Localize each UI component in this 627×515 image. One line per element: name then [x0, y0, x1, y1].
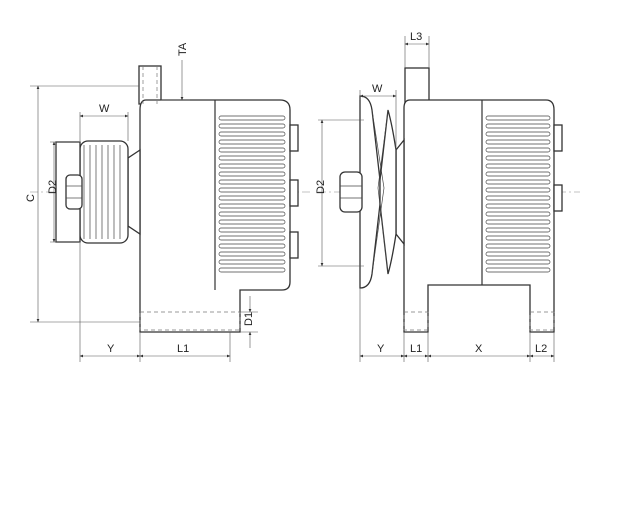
cooling-fin: [485, 123, 551, 129]
cooling-fin: [218, 163, 286, 169]
cooling-fin: [485, 267, 551, 273]
cooling-fin: [485, 155, 551, 161]
right-nut: [339, 171, 363, 213]
left-view: C D2 W TA D1 Y L1: [25, 42, 312, 362]
dim-label-l1-left: L1: [177, 343, 189, 355]
cooling-fin: [485, 227, 551, 233]
cooling-fin: [218, 235, 286, 241]
cooling-fin: [218, 259, 286, 265]
cooling-fin: [218, 195, 286, 201]
cooling-fin: [218, 203, 286, 209]
cooling-fin: [218, 267, 286, 273]
dim-label-l2: L2: [535, 343, 547, 355]
right-view: L3 W D2 Y L1 X L2: [315, 31, 580, 362]
left-nut: [65, 174, 83, 210]
dim-label-d1: D1: [243, 312, 255, 326]
dim-label-w-right: W: [372, 83, 383, 95]
cooling-fin: [485, 187, 551, 193]
cooling-fin: [218, 115, 286, 121]
cooling-fin: [218, 211, 286, 217]
dim-label-y-right: Y: [377, 343, 385, 355]
cooling-fin: [485, 259, 551, 265]
cooling-fin: [485, 171, 551, 177]
cooling-fin: [485, 251, 551, 257]
cooling-fin: [485, 243, 551, 249]
cooling-fin: [218, 179, 286, 185]
cooling-fin: [218, 131, 286, 137]
cooling-fin: [485, 219, 551, 225]
cooling-fin: [218, 155, 286, 161]
cooling-fin: [485, 147, 551, 153]
cooling-fin: [218, 243, 286, 249]
dim-label-c: C: [25, 194, 37, 202]
dim-label-d2-right: D2: [315, 180, 327, 194]
cooling-fin: [218, 219, 286, 225]
dim-label-d2-left: D2: [47, 180, 59, 194]
right-housing: [403, 99, 555, 333]
dim-label-ta: TA: [177, 42, 189, 56]
dim-label-l1-right: L1: [410, 343, 422, 355]
cooling-fin: [485, 179, 551, 185]
left-pulley-ribs: [83, 145, 121, 239]
cooling-fin: [485, 203, 551, 209]
right-v-pulley: [359, 95, 381, 289]
left-pulley: [79, 140, 129, 244]
cooling-fin: [218, 187, 286, 193]
cooling-fin: [485, 115, 551, 121]
dim-label-l3: L3: [410, 31, 422, 43]
cooling-fin: [218, 171, 286, 177]
cooling-fin: [485, 139, 551, 145]
dim-label-y-left: Y: [107, 343, 115, 355]
dim-label-x: X: [475, 343, 483, 355]
cooling-fin: [218, 251, 286, 257]
cooling-fin: [218, 147, 286, 153]
right-top-mount-lug: [404, 67, 430, 105]
cooling-fin: [485, 235, 551, 241]
left-top-mount-lug: [138, 65, 162, 105]
cooling-fin: [485, 131, 551, 137]
cooling-fin: [485, 163, 551, 169]
cooling-fin: [485, 211, 551, 217]
left-cooling-fins: [218, 115, 286, 273]
cooling-fin: [485, 195, 551, 201]
cooling-fin: [218, 139, 286, 145]
cooling-fin: [218, 123, 286, 129]
right-cooling-fins: [485, 115, 551, 273]
dim-label-w-left: W: [99, 103, 110, 115]
cooling-fin: [218, 227, 286, 233]
